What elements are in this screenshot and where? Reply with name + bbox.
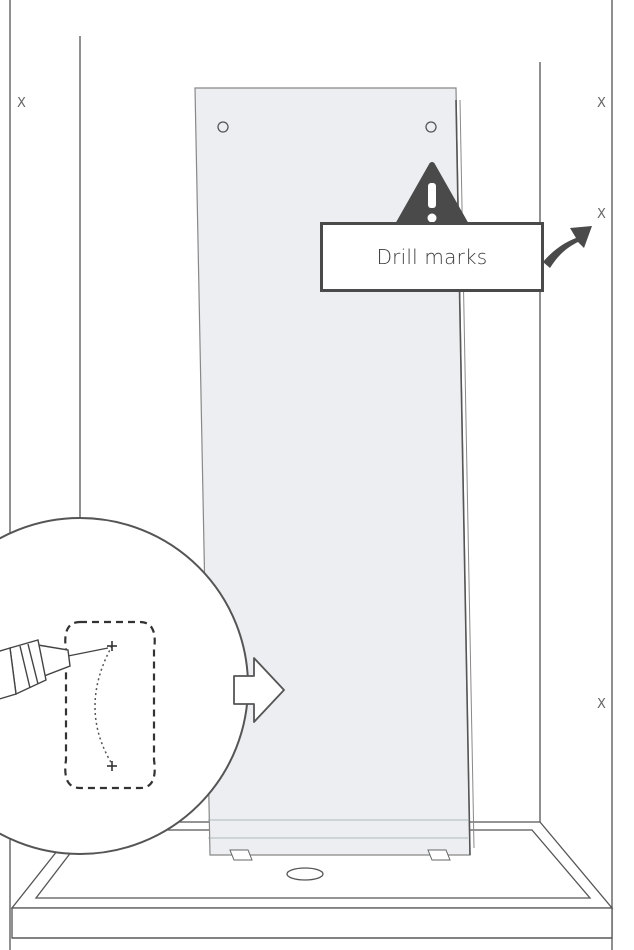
wall-mark-right-top: X xyxy=(597,96,606,111)
drill-icon xyxy=(0,639,109,700)
drain xyxy=(286,867,324,881)
wall-mark-right-bottom: X xyxy=(597,697,606,712)
wall-mark-right-mid: X xyxy=(597,207,606,222)
detail-arrow-icon xyxy=(233,657,285,723)
wall-mark-left-top: X xyxy=(17,96,26,111)
wall-marks: X X X X xyxy=(17,96,606,712)
callout-label: Drill marks xyxy=(376,245,488,269)
spacer-left xyxy=(229,849,253,861)
fixing-hole-left xyxy=(217,121,229,133)
pointer-arrow-icon xyxy=(543,226,592,268)
detail-inset xyxy=(0,517,285,855)
spacer-right xyxy=(427,849,451,861)
drill-marks-callout: Drill marks xyxy=(320,222,544,292)
fixing-hole-right xyxy=(425,121,437,133)
